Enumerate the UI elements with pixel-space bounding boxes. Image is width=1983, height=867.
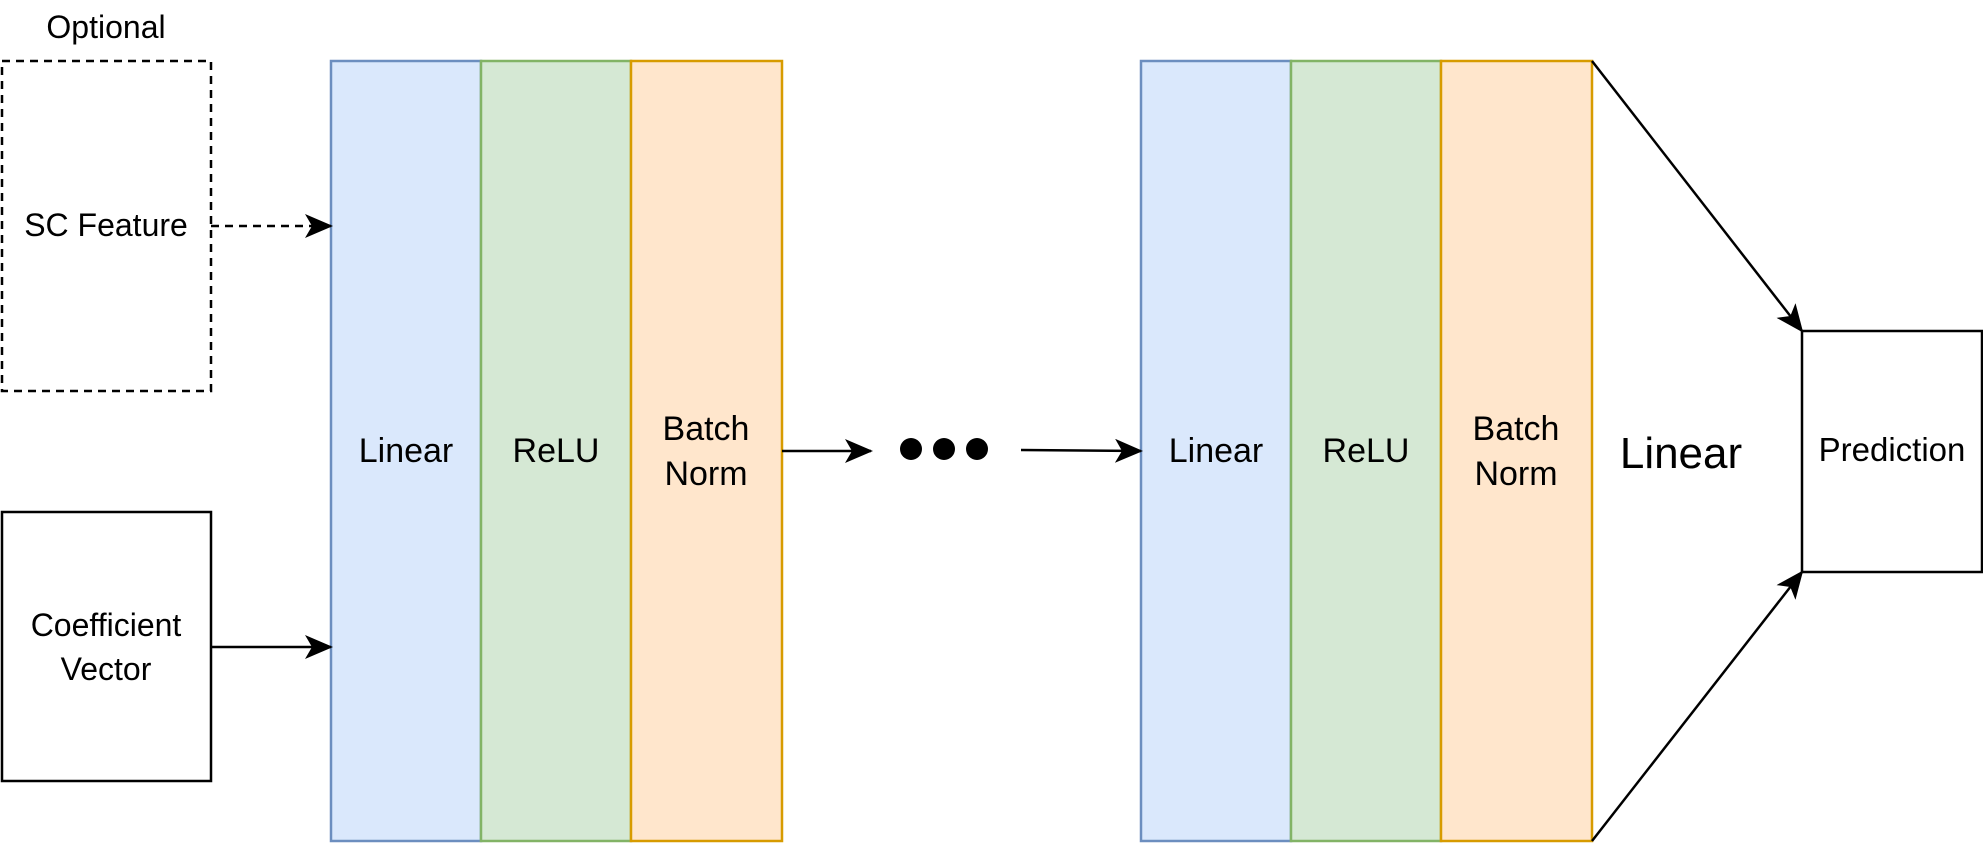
- batchnorm-label-2-line1: Batch: [1473, 410, 1560, 448]
- relu-label-2: ReLU: [1323, 432, 1410, 470]
- coefficient-vector-label-line1: Coefficient: [31, 607, 182, 643]
- optional-caption: Optional: [46, 9, 165, 45]
- batchnorm-layer-1: [629, 59, 784, 843]
- linear-upper-arrow: [1591, 60, 1804, 333]
- coefficient-vector-box: [0, 510, 213, 783]
- relu-layer-2: [1289, 59, 1443, 843]
- batchnorm-label-1-line2: Norm: [664, 455, 747, 493]
- linear-layer-1: [329, 59, 483, 843]
- linear-layer-2: [1139, 59, 1293, 843]
- batchnorm-layer-2: [1439, 59, 1594, 843]
- layer-block-2: Linear ReLU Batch Norm: [1139, 59, 1594, 843]
- relu-label-1: ReLU: [513, 432, 600, 470]
- ellipsis-to-block2-arrow: [1020, 438, 1143, 463]
- output-linear-label: Linear: [1620, 429, 1742, 478]
- relu-layer-1: [479, 59, 633, 843]
- linear-label-1: Linear: [359, 432, 454, 470]
- layer-block-1: Linear ReLU Batch Norm: [329, 59, 784, 843]
- linear-lower-arrow: [1591, 570, 1804, 842]
- linear-label-2: Linear: [1169, 432, 1264, 470]
- prediction-label: Prediction: [1819, 431, 1966, 468]
- batchnorm-label-1-line1: Batch: [663, 410, 750, 448]
- sc-feature-label: SC Feature: [24, 207, 188, 243]
- batchnorm-label-2-line2: Norm: [1474, 455, 1557, 493]
- sc-feature-box: [0, 59, 213, 393]
- ellipsis-dots: [900, 438, 988, 460]
- coefficient-vector-label-line2: Vector: [61, 651, 152, 687]
- prediction-box: [1800, 329, 1983, 574]
